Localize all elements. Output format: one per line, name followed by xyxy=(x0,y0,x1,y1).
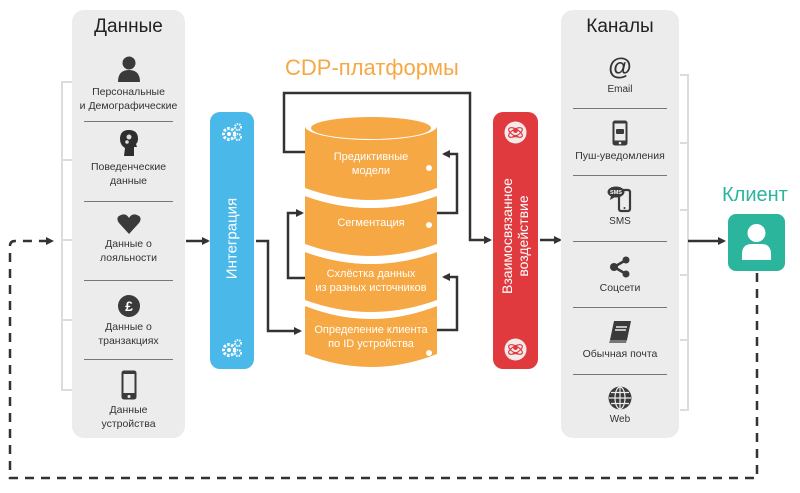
channels-panel-title: Каналы xyxy=(586,16,654,37)
sms-phone-icon: SMS xyxy=(607,186,632,213)
gears-icon xyxy=(222,123,242,141)
cdp-dot xyxy=(426,350,432,356)
channel-item-email: @ Email xyxy=(561,56,679,97)
data-item-loyalty-line2: лояльности xyxy=(100,252,157,264)
channel-item-push-label: Пуш-уведомления xyxy=(575,150,665,162)
channel-item-push: Пуш-уведомления xyxy=(561,120,679,163)
divider xyxy=(84,359,173,360)
gears-icon xyxy=(222,339,242,357)
cdp-cylinder xyxy=(305,112,437,367)
data-item-loyalty: Данные о лояльности xyxy=(72,214,185,265)
channel-item-sms-label: SMS xyxy=(609,216,631,227)
interaction-label: Взаимосвязанное воздействие xyxy=(499,156,531,316)
divider xyxy=(573,108,667,109)
data-item-behavioral: Поведенческие данные xyxy=(72,129,185,188)
arrow-integration-to-cdp xyxy=(256,239,302,335)
channel-item-social: Соцсети xyxy=(561,256,679,295)
smartphone-icon xyxy=(121,370,136,400)
channel-item-mail-label: Обычная почта xyxy=(582,348,658,360)
arrow-merge-to-segmentation xyxy=(286,209,308,280)
cdp-layer-device-id-line2: по ID устройства xyxy=(328,338,414,350)
cdp-layer-merge-line1: Схлёстка данных xyxy=(326,268,416,280)
cdp-layer-shape xyxy=(305,252,437,312)
cdp-dot xyxy=(426,222,432,228)
cdp-layer-shape xyxy=(305,306,437,367)
svg-text:SMS: SMS xyxy=(610,190,622,196)
svg-text:£: £ xyxy=(125,298,133,314)
data-item-device-line2: устройства xyxy=(101,418,156,430)
data-item-behavioral-line1: Поведенческие xyxy=(90,161,167,173)
data-item-personal-line2: и Демографические xyxy=(79,100,178,112)
arrow-predictive-to-interaction xyxy=(282,91,492,244)
cdp-layer-device-id: Определение клиента по ID устройства xyxy=(305,323,437,351)
integration-label: Интеграция xyxy=(223,197,241,280)
head-gears-icon xyxy=(119,130,138,156)
share-icon xyxy=(610,256,630,278)
divider xyxy=(84,121,173,122)
divider xyxy=(573,374,667,375)
data-item-device: Данные устройства xyxy=(72,370,185,431)
channels-bracket xyxy=(680,74,689,411)
cdp-title: CDP-платформы xyxy=(285,55,459,80)
interaction-bar: Взаимосвязанное воздействие xyxy=(493,112,538,369)
book-icon xyxy=(609,321,631,343)
data-item-behavioral-line2: данные xyxy=(110,175,147,187)
person-icon xyxy=(117,56,140,82)
cdp-layer-predictive-line2: модели xyxy=(351,165,391,177)
channel-item-email-label: Email xyxy=(607,84,633,95)
pound-coin-icon: £ xyxy=(117,295,140,317)
divider xyxy=(573,307,667,308)
cdp-layer-predictive: Предиктивные модели xyxy=(305,150,437,178)
data-item-transactions-line1: Данные о xyxy=(105,321,152,333)
at-sign-icon: @ xyxy=(608,54,632,81)
data-item-personal: Персональные и Демографические xyxy=(72,56,185,113)
channels-panel: Каналы @ Email Пуш-уведомления SMS SMS С… xyxy=(561,10,679,438)
cdp-layer-merge: Схлёстка данных из разных источников xyxy=(305,267,437,295)
channel-item-mail: Обычная почта xyxy=(561,320,679,361)
feedback-dashed-loop xyxy=(8,237,759,480)
data-panel: Данные Персональные и Демографические По… xyxy=(72,10,185,438)
cdp-layer-shape xyxy=(305,196,437,256)
data-item-personal-line1: Персональные xyxy=(92,86,165,98)
arrow-segmentation-to-predictive xyxy=(436,150,459,215)
cdp-layer-segmentation: Сегментация xyxy=(305,216,437,230)
cdp-layer-shape xyxy=(305,126,437,200)
channel-item-sms: SMS SMS xyxy=(561,186,679,229)
divider xyxy=(84,280,173,281)
channel-item-social-label: Соцсети xyxy=(599,282,641,294)
cdp-layer-segmentation-line1: Сегментация xyxy=(337,217,405,229)
divider xyxy=(84,201,173,202)
cdp-dot xyxy=(426,165,432,171)
integration-bar: Интеграция xyxy=(210,112,254,369)
channel-item-web-label: Web xyxy=(609,414,631,425)
arrow-id-to-merge xyxy=(436,273,459,332)
cdp-labels: Предиктивные модели Сегментация Схлёстка… xyxy=(305,110,437,372)
phone-push-icon xyxy=(612,120,628,146)
heart-icon xyxy=(116,214,141,234)
data-item-loyalty-line1: Данные о xyxy=(105,238,152,250)
cdp-layer-device-id-line1: Определение клиента xyxy=(314,324,428,336)
divider xyxy=(573,175,667,176)
atom-person-icon xyxy=(504,121,527,144)
client-title: Клиент xyxy=(722,184,788,206)
data-panel-title: Данные xyxy=(94,16,163,37)
user-icon xyxy=(742,224,771,260)
interaction-label-line2: воздействие xyxy=(515,195,531,277)
data-bracket xyxy=(61,81,72,391)
globe-icon xyxy=(608,386,632,410)
data-item-transactions-line2: транзакциях xyxy=(98,335,159,347)
divider xyxy=(573,241,667,242)
data-item-transactions: £ Данные о транзакциях xyxy=(72,295,185,348)
client-box xyxy=(728,214,785,271)
atom-person-icon xyxy=(504,338,527,361)
interaction-label-line1: Взаимосвязанное xyxy=(499,178,515,294)
cdp-layer-predictive-line1: Предиктивные xyxy=(333,151,409,163)
data-item-device-line1: Данные xyxy=(109,404,148,416)
cdp-layer-merge-line2: из разных источников xyxy=(315,282,427,294)
channel-item-web: Web xyxy=(561,386,679,427)
